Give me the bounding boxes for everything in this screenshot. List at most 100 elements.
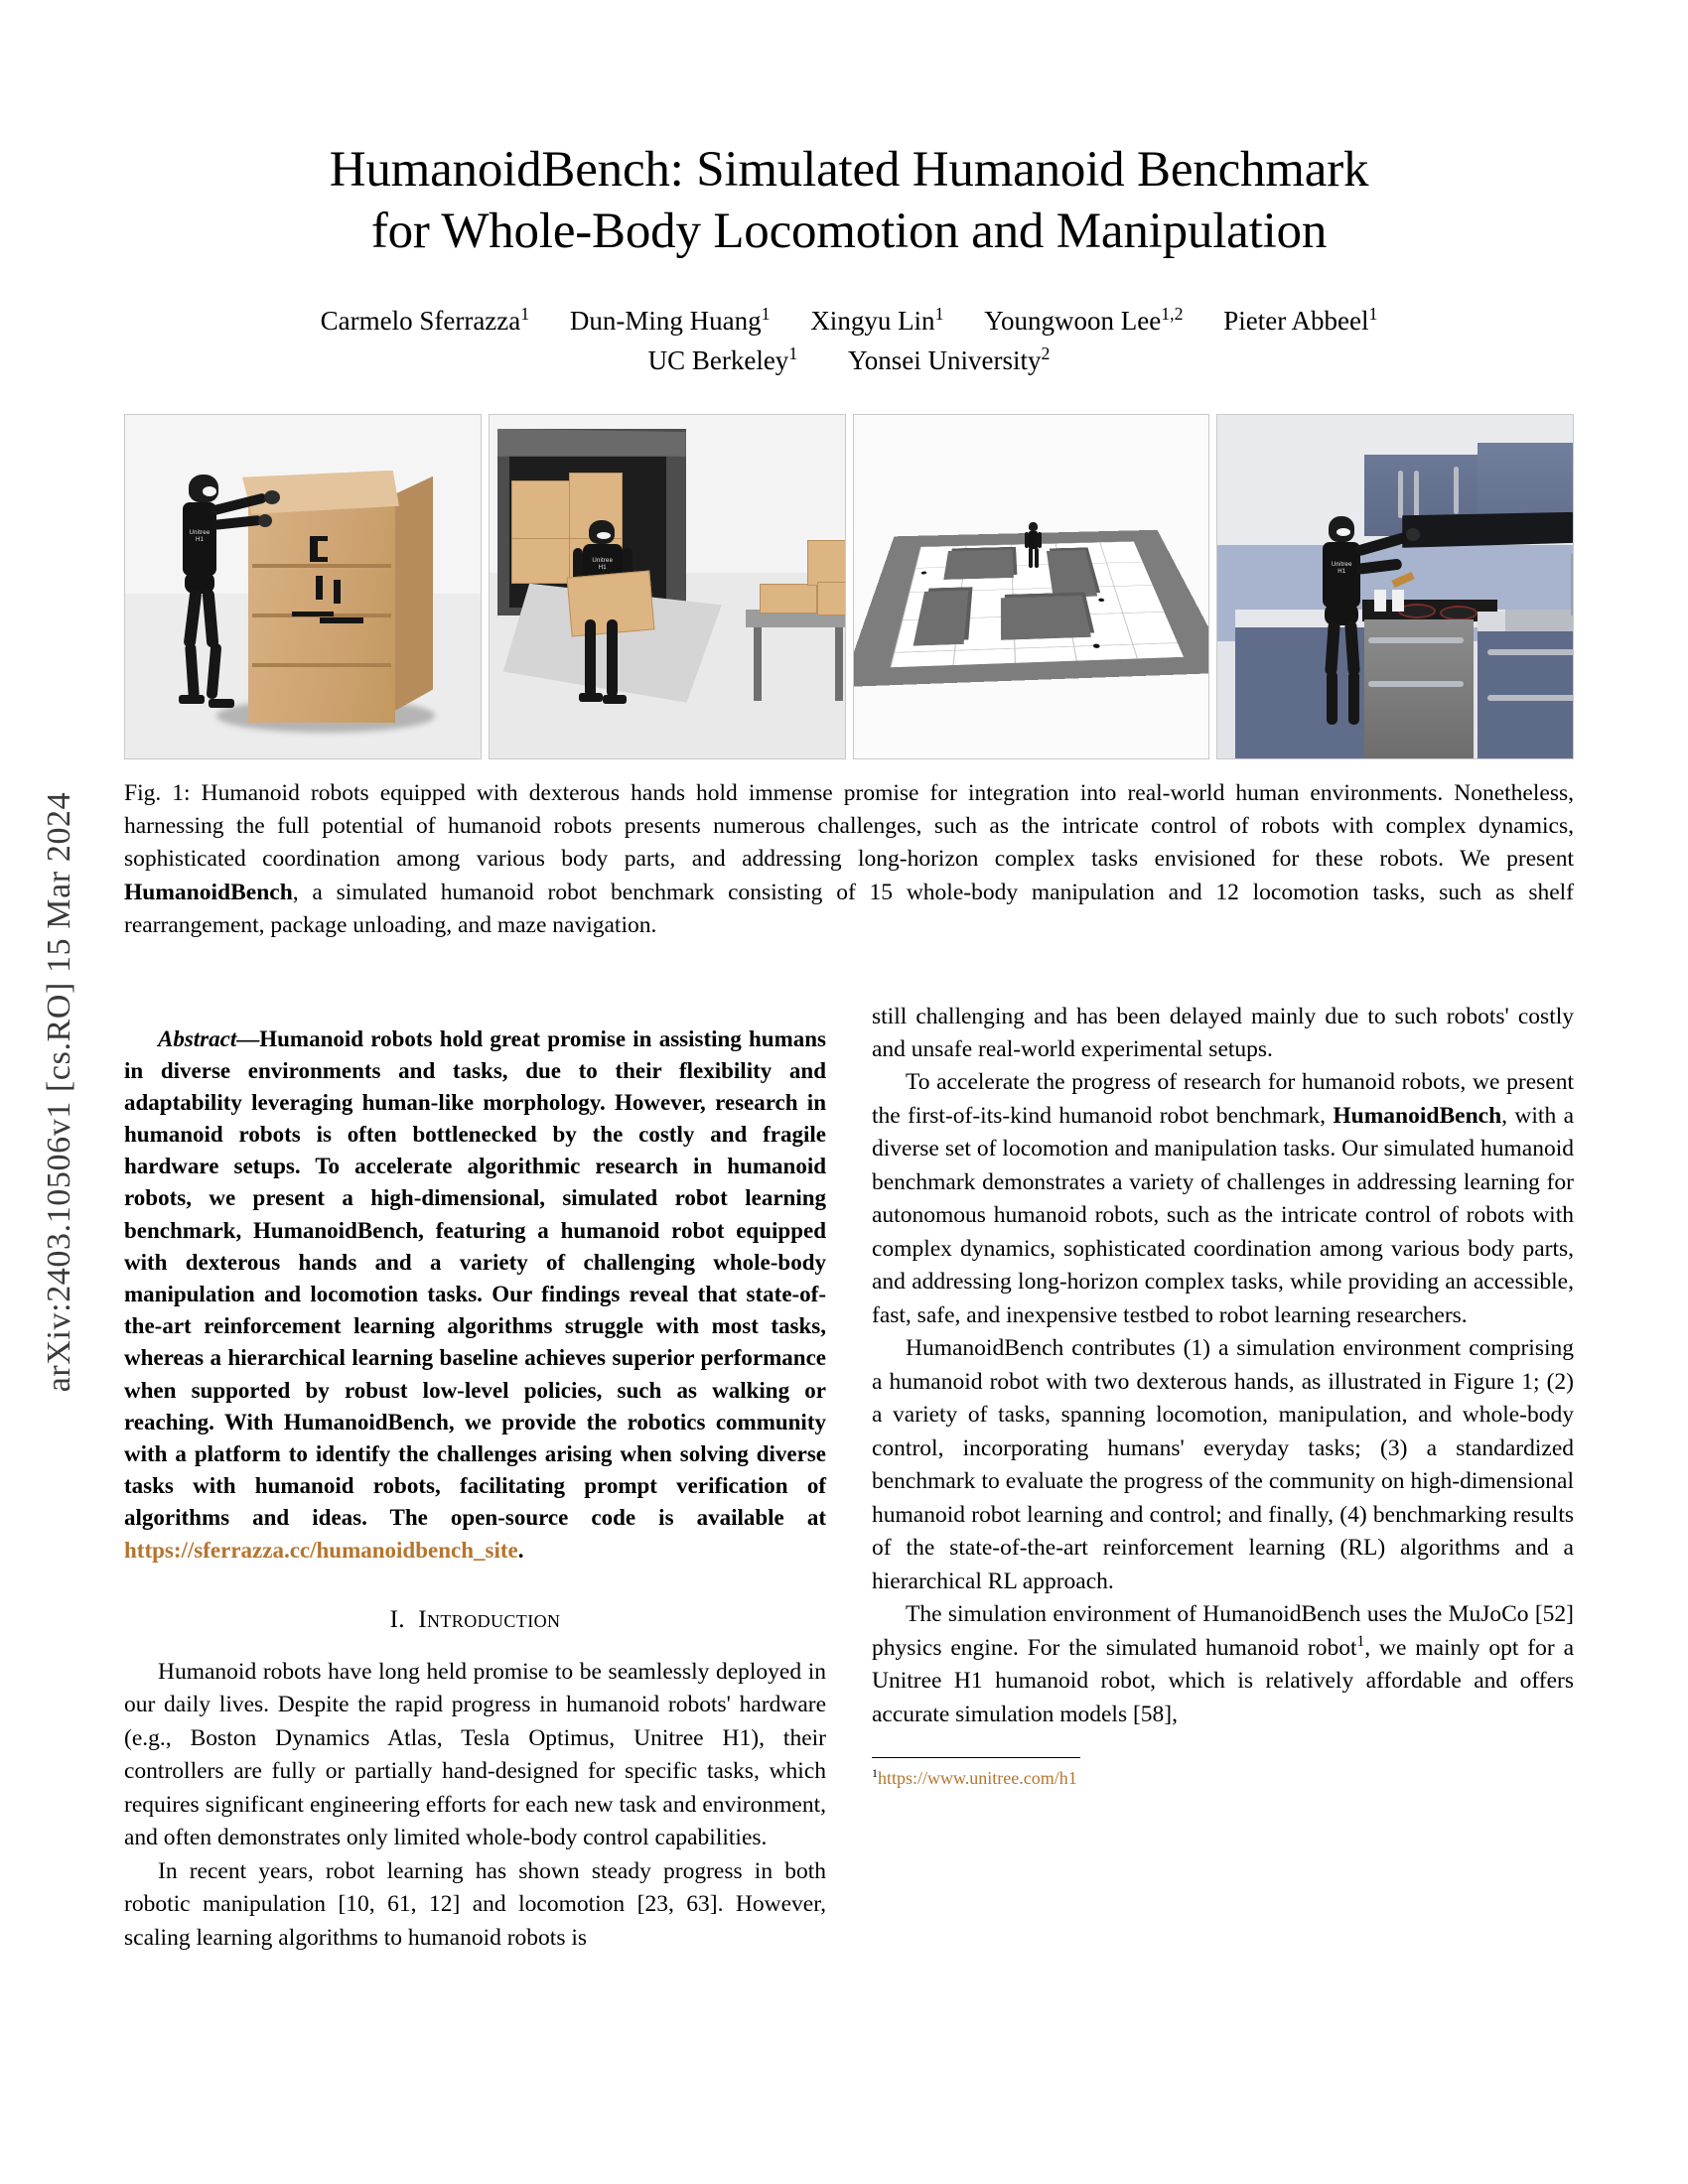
panel4-range-hood — [1402, 511, 1574, 548]
author-name: Dun-Ming Huang — [569, 306, 762, 337]
panel1-drawer-handle — [292, 611, 334, 616]
author-name: Xingyu Lin — [810, 306, 935, 337]
robot-torso — [1028, 530, 1038, 549]
abstract-paragraph: Abstract—Humanoid robots hold great prom… — [124, 1024, 826, 1567]
robot-visor — [1336, 527, 1351, 536]
panel2-table-box — [806, 539, 845, 586]
panel3-maze-block — [913, 590, 968, 646]
robot-leg — [584, 618, 596, 697]
robot-brand-label: Unitree H1 — [1331, 561, 1352, 575]
footnote-link[interactable]: https://www.unitree.com/h1 — [877, 1768, 1077, 1789]
robot-visor — [203, 485, 216, 496]
figure-caption-text-1: Humanoid robots equipped with dexterous … — [124, 779, 1574, 873]
right-paragraph-2-bold-term: HumanoidBench — [1333, 1102, 1502, 1129]
body-columns: Abstract—Humanoid robots hold great prom… — [124, 1001, 1574, 1956]
robot-shin — [1327, 670, 1338, 725]
author-affiliation-marker: 1 — [934, 304, 944, 325]
author-affiliation-marker: 1 — [520, 304, 530, 325]
robot-pelvis — [185, 571, 214, 594]
panel2-stacked-box — [510, 479, 571, 540]
panel4-sink-basin — [1505, 609, 1574, 633]
panel3-maze-block — [1046, 549, 1097, 598]
package-unloading-panel: Unitree H1 — [488, 413, 846, 759]
abstract-label: Abstract — [158, 1025, 237, 1051]
author-affiliation-marker: 1 — [761, 304, 771, 325]
robot-foot — [602, 694, 627, 704]
author-entry: Xingyu Lin1 — [810, 302, 943, 341]
right-paragraph-3: HumanoidBench contributes (1) a simulati… — [872, 1335, 1574, 1594]
robot-foot — [179, 694, 205, 704]
right-paragraph-4-text-a: The simulation environment of HumanoidBe… — [872, 1601, 1574, 1661]
figure-1-caption: Fig. 1: Humanoid robots equipped with de… — [124, 777, 1574, 943]
panel1-drawer-handle — [316, 575, 323, 600]
panel4-oven-handle — [1368, 636, 1465, 643]
right-paragraph-2-text-b: , with a diverse set of locomotion and m… — [872, 1102, 1574, 1328]
robot-foot — [209, 698, 234, 708]
figure-1-images: Unitree H1 — [124, 413, 1574, 759]
panel2-table-leg — [753, 624, 762, 701]
title-line-2: for Whole-Body Locomotion and Manipulati… — [370, 204, 1328, 260]
panel2-truck-roof — [496, 428, 686, 457]
panel1-drawer-handle — [334, 579, 341, 604]
panel4-cabinet-handle — [1398, 470, 1404, 518]
right-paragraph-2: To accelerate the progress of research f… — [872, 1066, 1574, 1332]
robot-shin — [1348, 670, 1360, 725]
robot-arm — [1037, 531, 1042, 548]
right-paragraph-4: The simulation environment of HumanoidBe… — [872, 1598, 1574, 1731]
right-paragraph-2-text-a: To accelerate the progress of research f… — [872, 1069, 1574, 1129]
arxiv-stamp-text: arXiv:2403.10506v1 [cs.RO] 15 Mar 2024 — [41, 791, 77, 1393]
author-name: Youngwoon Lee — [984, 306, 1162, 337]
robot-hand — [258, 513, 272, 527]
panel1-cabinet-body — [248, 491, 395, 723]
panel3-maze-block — [942, 549, 1014, 580]
panel3-target-marker — [1091, 643, 1100, 648]
robot-leg — [1028, 547, 1033, 568]
figure-caption-text-2: , a simulated humanoid robot benchmark c… — [124, 879, 1574, 939]
panel2-table-box — [759, 583, 817, 614]
robot-leg — [1034, 547, 1039, 568]
author-entry: Youngwoon Lee1,2 — [984, 302, 1183, 341]
panel3-maze-block — [1000, 595, 1091, 640]
robot-arm — [1024, 531, 1029, 548]
robot-visor — [596, 531, 611, 539]
robot-brand-label: Unitree H1 — [189, 529, 211, 543]
abstract-dash: — — [236, 1025, 260, 1051]
left-column: Abstract—Humanoid robots hold great prom… — [124, 1001, 826, 1956]
author-affiliation-marker: 1 — [1368, 304, 1378, 325]
robot-leg — [606, 618, 618, 697]
title-block: HumanoidBench: Simulated Humanoid Benchm… — [124, 139, 1574, 262]
affiliation-entry: Yonsei University2 — [848, 341, 1050, 380]
footnote-text: 1https://www.unitree.com/h1 — [872, 1767, 1574, 1790]
affiliation-entry: UC Berkeley1 — [648, 341, 798, 380]
panel1-drawer-handle — [310, 556, 328, 562]
author-entry: Pieter Abbeel1 — [1223, 302, 1377, 341]
panel4-burner — [1440, 605, 1478, 620]
panel2-stacked-box — [510, 537, 571, 584]
panel1-drawer-divider — [252, 563, 391, 568]
footnote-rule — [872, 1757, 1080, 1759]
panel3-target-marker — [1097, 598, 1105, 602]
affiliation-marker: 1 — [788, 342, 798, 363]
left-paragraph-2: In recent years, robot learning has show… — [124, 1857, 826, 1951]
panel4-faucet — [1571, 553, 1574, 615]
right-paragraph-4-footnote-marker: 1 — [1356, 1632, 1365, 1650]
panel3-target-marker — [919, 571, 927, 575]
footnote-marker: 1 — [872, 1766, 878, 1781]
affiliation-name: Yonsei University — [847, 344, 1042, 375]
panel1-drawer-handle — [320, 616, 363, 623]
panel4-cabinet-handle — [1414, 470, 1420, 518]
page-title: HumanoidBench: Simulated Humanoid Benchm… — [184, 139, 1514, 262]
panel1-drawer-handle — [310, 535, 328, 541]
panel1-drawer-handle — [310, 535, 318, 562]
right-column: still challenging and has been delayed m… — [872, 1001, 1574, 1956]
right-paragraph-4-text-b: , we mainly opt for a Unitree H1 humanoi… — [872, 1634, 1575, 1727]
panel4-oven-handle — [1368, 680, 1465, 687]
author-name: Carmelo Sferrazza — [320, 306, 521, 337]
project-website-link[interactable]: https://sferrazza.cc/humanoidbench_site — [124, 1537, 518, 1563]
panel4-cabinet-handle — [1454, 466, 1460, 514]
author-entry: Carmelo Sferrazza1 — [321, 302, 530, 341]
maze-navigation-panel — [852, 413, 1210, 759]
arxiv-stamp: arXiv:2403.10506v1 [cs.RO] 15 Mar 2024 — [0, 0, 119, 2184]
author-entry: Dun-Ming Huang1 — [570, 302, 771, 341]
section-numeral: I. — [389, 1605, 405, 1633]
